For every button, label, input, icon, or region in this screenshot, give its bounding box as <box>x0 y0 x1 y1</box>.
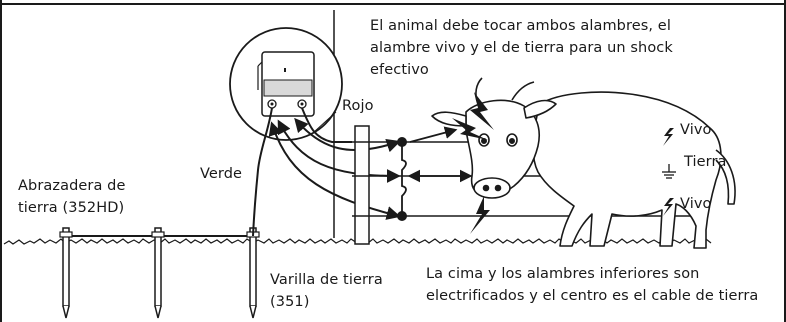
ground-rod-1 <box>59 227 73 319</box>
flow-arrow-bottom <box>268 121 401 220</box>
clamp-label-line-2: tierra (352HD) <box>18 200 125 216</box>
clamp-label-line-1: Abrazadera de <box>18 178 126 194</box>
live-wire-jumper <box>401 142 407 216</box>
annotation-bottom-line-1: La cima y los alambres inferiores son <box>426 266 700 282</box>
rod-label-line-1: Varilla de tierra <box>270 272 383 288</box>
lightning-icon <box>663 198 674 216</box>
vivo-bottom-label: Vivo <box>680 196 712 212</box>
ground-rod-2 <box>151 227 165 319</box>
fence-post <box>354 125 370 245</box>
verde-lead-wire <box>252 107 273 237</box>
connector-dot-top <box>397 137 407 147</box>
ground-rod-3 <box>246 227 260 319</box>
rojo-pointer-line <box>313 111 337 133</box>
rojo-label: Rojo <box>342 98 374 114</box>
ground-symbol-icon <box>662 164 676 179</box>
flow-arrow-to-nose <box>409 126 458 143</box>
vivo-top-label: Vivo <box>680 122 712 138</box>
energizer-unit-icon <box>257 51 315 117</box>
lightning-icon <box>663 128 674 146</box>
connector-dot-bottom <box>397 211 407 221</box>
rod-label-line-2: (351) <box>270 294 310 310</box>
annotation-top-line-2: alambre vivo y el de tierra para un shoc… <box>370 40 673 56</box>
annotation-top-line-1: El animal debe tocar ambos alambres, el <box>370 18 671 34</box>
verde-label: Verde <box>200 166 243 182</box>
spark-icon <box>452 92 494 234</box>
annotation-top-line-3: efectivo <box>370 62 429 78</box>
cow-illustration <box>431 77 736 249</box>
tierra-label: Tierra <box>684 154 727 170</box>
annotation-bottom-line-2: electrificados y el centro es el cable d… <box>426 288 759 304</box>
